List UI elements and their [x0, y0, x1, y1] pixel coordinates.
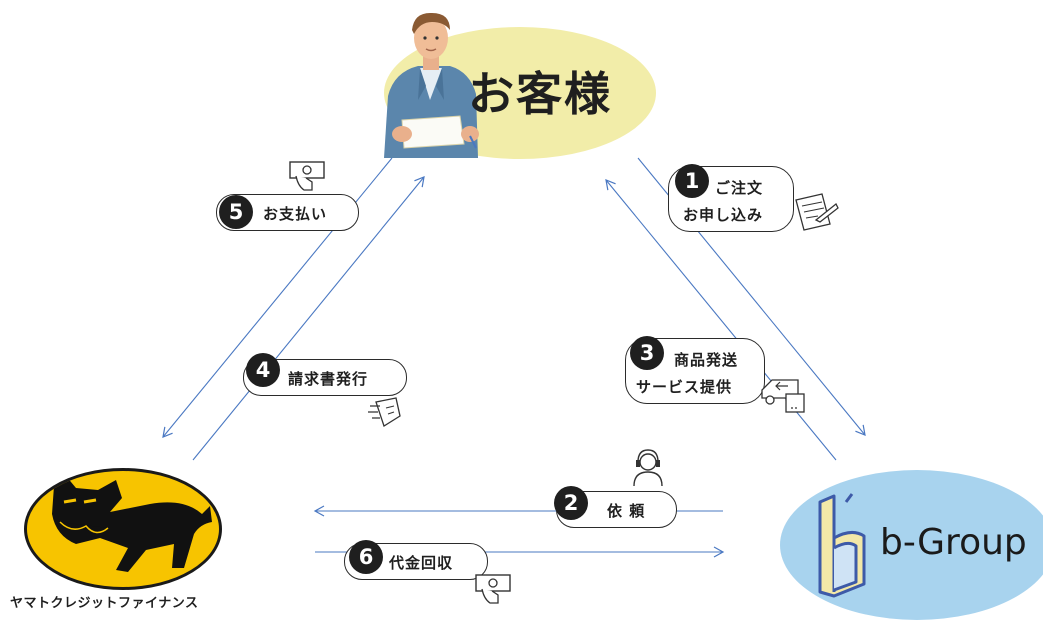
invoice-icon: [368, 397, 401, 427]
flow-diagram: お客様 b-Group ヤマトクレジットファイナンス お支払い 5 請求書発行 …: [10, 12, 1043, 620]
arrow-bgroup-to-customer: [605, 179, 837, 461]
yamato-logo: [24, 468, 222, 590]
step-3-line-1: 商品発送: [674, 351, 739, 369]
step-6-number: 6: [349, 540, 383, 574]
step-6-label: 代金回収: [389, 554, 454, 572]
delivery-truck-icon: [761, 379, 805, 413]
headset-operator-icon: [633, 449, 663, 487]
step-3-line-2: サービス提供: [636, 378, 733, 396]
step-5-label: お支払い: [263, 205, 328, 223]
money-icon: [289, 161, 325, 191]
arrow-yamato-to-customer: [192, 176, 425, 461]
step-4-label: 請求書発行: [288, 370, 369, 388]
step-4-number: 4: [246, 353, 280, 387]
step-1-number: 1: [675, 164, 709, 198]
bgroup-logo-icon: [818, 493, 866, 598]
step-1-line-2: お申し込み: [683, 206, 764, 224]
step-3-number: 3: [630, 336, 664, 370]
step-5-number: 5: [219, 195, 253, 229]
bgroup-label: b-Group: [880, 522, 1027, 563]
black-cat-icon: [52, 476, 212, 572]
step-1-line-1: ご注文: [715, 179, 764, 197]
money-icon: [475, 574, 511, 604]
yamato-label: ヤマトクレジットファイナンス: [10, 596, 199, 611]
step-3-pill: 商品発送 サービス提供: [625, 338, 765, 404]
order-form-icon: [795, 193, 839, 231]
step-2-label: 依 頼: [607, 502, 646, 520]
customer-label: お客様: [468, 67, 612, 121]
customer-person-icon: [384, 12, 479, 158]
step-2-number: 2: [554, 486, 588, 520]
